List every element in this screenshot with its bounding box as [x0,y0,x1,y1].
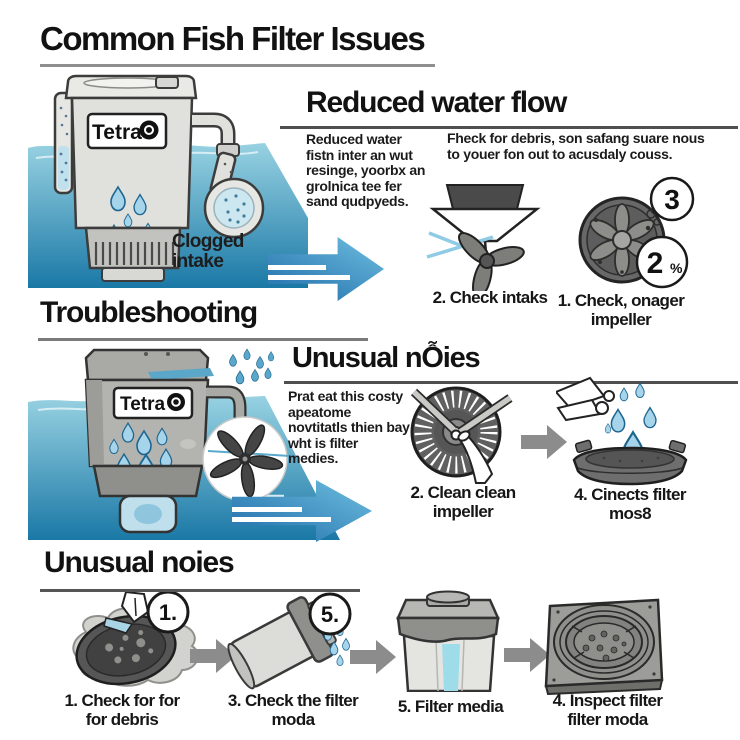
filter-body: Tetra [70,96,194,250]
plate-holes [582,630,627,662]
rinse-filter-caption: 4. Cinects filter mos8 [574,485,686,523]
arrow-stripe [232,516,332,522]
gray-arrow [350,640,396,674]
badge-five: 5. [308,592,352,636]
media-box-body [402,634,496,692]
gray-arrow [521,425,567,459]
filter-media-icon [396,590,500,692]
fan-blades [589,203,655,277]
svg-text:%: % [670,260,683,276]
unusual-noise-subheading: Unusual nỖies [292,342,481,374]
clean-impeller-icon [410,386,513,484]
gray-arrow [190,639,236,673]
plate-rings [553,604,655,680]
title-underline [40,64,435,67]
clean-impeller-caption: 2. Clean clean impeller [410,483,517,521]
arrow-stripe [268,274,351,280]
troubleshooting-heading: Troubleshooting [40,296,258,329]
unusual-noise-heading: Unusual noies [44,546,235,579]
unusual-noise-underline [284,381,738,384]
hand-icon [450,429,494,484]
filter-motor [84,226,182,282]
cleaning-rods [410,388,513,436]
filter-lid [64,74,198,100]
brand-text: Tetra [92,121,142,144]
media-box-lid [396,590,500,643]
badge-three: 3 [649,176,695,222]
filter-lid [84,348,214,382]
inspect-plate-icon [544,598,664,695]
rinse-filter-icon [556,376,688,486]
impeller-star [458,232,525,291]
troubleshooting-underline [38,338,368,341]
hand-tweezers-icon [103,592,150,634]
filter-cartridge-icon: 5. [227,592,352,690]
check-impeller-icon: 3 2 % [578,176,695,289]
intake-tube [192,112,265,239]
check-debris-caption: 1. Check for for for debris [64,691,180,729]
badge-one: 1. [146,592,190,634]
brand-text: Tetra [120,394,165,415]
flow-heading: Reduced water flow [306,86,567,119]
flow-paragraph-left: Reduced water fistn inter an wut resinge… [306,131,426,209]
svg-text:3: 3 [664,184,680,215]
flow-paragraph-right: Fheck for debris, son safang suare nous … [447,130,705,162]
check-intake-caption: 2. Check intaks [432,288,548,307]
spray-drops [229,348,275,385]
arrow-stripe [232,506,302,512]
hand-icon [556,376,615,422]
page-title: Common Fish Filter Issues [40,20,426,57]
badge-two-percent: 2 % [635,235,689,289]
filter-media-caption: 5. Filter media [397,697,504,716]
unusual-noise-heading-underline [40,589,360,592]
inspect-plate-caption: 4. Inspect filter filter moda [552,691,663,729]
check-intake-icon [426,184,541,291]
filter-cartridge-caption: 3. Check the filter moda [227,691,359,729]
filter-base [92,464,204,534]
clogged-intake-label: Clogged intake [172,231,244,272]
filter-plate-ring [75,614,177,686]
brand-logo-icon [139,120,159,140]
check-debris-icon: 1. [72,592,199,687]
gray-arrow [504,638,550,672]
check-impeller-caption: 1. Check, onager impeller [557,291,685,329]
filter-basket [572,439,688,486]
svg-text:2: 2 [647,247,664,280]
clogged-intake-illustration: Tetra [28,74,308,288]
outflow-tube [53,91,74,195]
flow-underline [280,126,738,129]
brand-logo-icon [167,393,185,411]
svg-text:1.: 1. [159,600,177,625]
filter-body: Tetra [84,378,210,504]
svg-text:5.: 5. [321,602,339,627]
arrow-stripe [268,264,326,270]
noise-paragraph: Prat eat this costy apeatome novtitatls … [288,388,410,466]
